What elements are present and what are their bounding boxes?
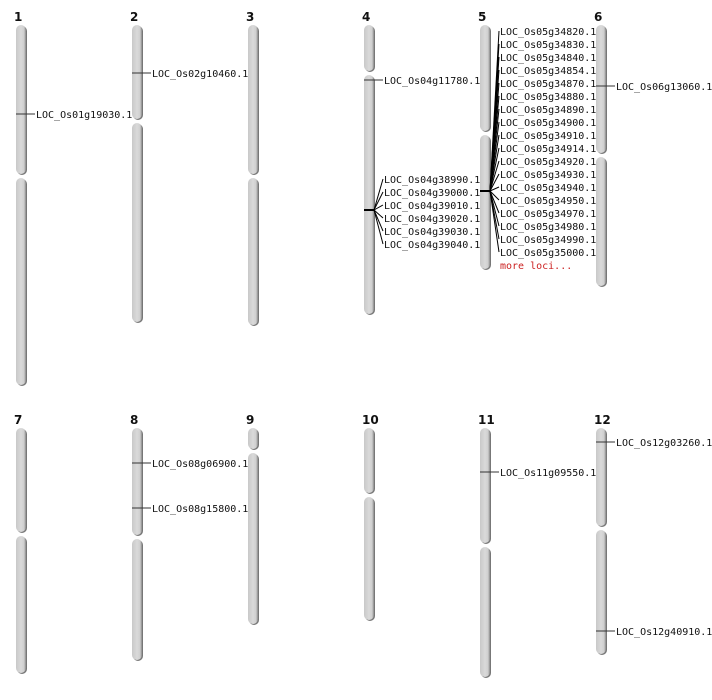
chromosome-2-q-arm[interactable] — [132, 123, 142, 322]
chromosome-label-6: 6 — [594, 10, 602, 24]
chromosome-label-11: 11 — [478, 413, 495, 427]
chromosome-10-p-arm[interactable] — [364, 428, 374, 493]
chromosome-9-q-arm[interactable] — [248, 453, 258, 624]
locus-label[interactable]: LOC_Os05g34990.1 — [500, 235, 596, 246]
locus-label[interactable]: LOC_Os08g06900.1 — [152, 459, 248, 470]
locus-label[interactable]: LOC_Os05g35000.1 — [500, 248, 596, 259]
locus-connector — [489, 186, 500, 192]
chromosome-10-q-arm[interactable] — [364, 497, 374, 620]
locus-connector — [489, 147, 500, 192]
locus-connector — [373, 209, 384, 245]
chromosome-4-q-arm[interactable] — [364, 75, 374, 314]
locus-label[interactable]: LOC_Os05g34914.1 — [500, 144, 596, 155]
locus-label[interactable]: LOC_Os12g40910.1 — [616, 627, 712, 638]
locus-label[interactable]: LOC_Os05g34830.1 — [500, 40, 596, 51]
locus-label[interactable]: LOC_Os05g34920.1 — [500, 157, 596, 168]
chromosome-5-p-arm[interactable] — [480, 25, 490, 131]
chromosome-3-p-arm[interactable] — [248, 25, 258, 174]
locus-label[interactable]: LOC_Os04g39040.1 — [384, 240, 480, 251]
chromosome-1-q-arm[interactable] — [16, 178, 26, 385]
locus-label[interactable]: LOC_Os12g03260.1 — [616, 438, 712, 449]
locus-connector — [373, 209, 384, 232]
locus-connector — [373, 178, 384, 211]
chromosome-label-7: 7 — [14, 413, 22, 427]
locus-label[interactable]: LOC_Os11g09550.1 — [500, 468, 596, 479]
chromosome-4-p-arm[interactable] — [364, 25, 374, 71]
locus-connector — [489, 190, 500, 201]
locus-connector — [373, 191, 384, 211]
locus-label[interactable]: LOC_Os05g34820.1 — [500, 27, 596, 38]
locus-label[interactable]: LOC_Os04g11780.1 — [384, 76, 480, 87]
locus-label[interactable]: LOC_Os05g34870.1 — [500, 79, 596, 90]
locus-label[interactable]: LOC_Os05g34890.1 — [500, 105, 596, 116]
chromosome-8-p-arm[interactable] — [132, 428, 142, 535]
chromosome-6-q-arm[interactable] — [596, 157, 606, 286]
chromosome-11-q-arm[interactable] — [480, 547, 490, 677]
locus-label[interactable]: LOC_Os05g34950.1 — [500, 196, 596, 207]
locus-label[interactable]: LOC_Os05g34970.1 — [500, 209, 596, 220]
locus-label[interactable]: LOC_Os05g34910.1 — [500, 131, 596, 142]
locus-label[interactable]: LOC_Os05g34900.1 — [500, 118, 596, 129]
chromosome-label-5: 5 — [478, 10, 486, 24]
locus-label[interactable]: LOC_Os08g15800.1 — [152, 504, 248, 515]
locus-label[interactable]: LOC_Os05g34940.1 — [500, 183, 596, 194]
chromosome-label-12: 12 — [594, 413, 611, 427]
locus-label[interactable]: LOC_Os02g10460.1 — [152, 69, 248, 80]
chromosome-9-p-arm[interactable] — [248, 428, 258, 449]
locus-label[interactable]: LOC_Os05g34980.1 — [500, 222, 596, 233]
chromosome-label-9: 9 — [246, 413, 254, 427]
chromosome-label-10: 10 — [362, 413, 379, 427]
chromosome-8-q-arm[interactable] — [132, 539, 142, 660]
chromosome-label-4: 4 — [362, 10, 370, 24]
chromosome-label-1: 1 — [14, 10, 22, 24]
locus-label[interactable]: LOC_Os05g34854.1 — [500, 66, 596, 77]
chromosome-label-8: 8 — [130, 413, 138, 427]
chromosome-label-3: 3 — [246, 10, 254, 24]
locus-connector — [373, 209, 384, 219]
chromosome-5-q-arm[interactable] — [480, 135, 490, 269]
locus-label[interactable]: LOC_Os06g13060.1 — [616, 82, 712, 93]
more-loci-link[interactable]: more loci... — [500, 261, 572, 272]
locus-label[interactable]: LOC_Os05g34880.1 — [500, 92, 596, 103]
locus-connector — [489, 190, 500, 214]
locus-connector — [373, 204, 384, 211]
locus-label[interactable]: LOC_Os04g38990.1 — [384, 175, 480, 186]
locus-connector — [489, 173, 500, 192]
locus-connector — [489, 190, 500, 253]
chromosome-7-q-arm[interactable] — [16, 536, 26, 673]
chromosome-1-p-arm[interactable] — [16, 25, 26, 174]
chromosome-11-p-arm[interactable] — [480, 428, 490, 543]
locus-label[interactable]: LOC_Os04g39020.1 — [384, 214, 480, 225]
chromosome-label-2: 2 — [130, 10, 138, 24]
chromosome-12-p-arm[interactable] — [596, 428, 606, 526]
locus-label[interactable]: LOC_Os04g39030.1 — [384, 227, 480, 238]
locus-label[interactable]: LOC_Os04g39000.1 — [384, 188, 480, 199]
chromosome-12-q-arm[interactable] — [596, 530, 606, 654]
locus-label[interactable]: LOC_Os05g34930.1 — [500, 170, 596, 181]
chromosome-7-p-arm[interactable] — [16, 428, 26, 532]
chromosome-3-q-arm[interactable] — [248, 178, 258, 325]
locus-label[interactable]: LOC_Os01g19030.1 — [36, 110, 132, 121]
locus-label[interactable]: LOC_Os05g34840.1 — [500, 53, 596, 64]
locus-label[interactable]: LOC_Os04g39010.1 — [384, 201, 480, 212]
locus-connector — [489, 160, 500, 192]
chromosome-6-p-arm[interactable] — [596, 25, 606, 153]
chromosome-2-p-arm[interactable] — [132, 25, 142, 119]
